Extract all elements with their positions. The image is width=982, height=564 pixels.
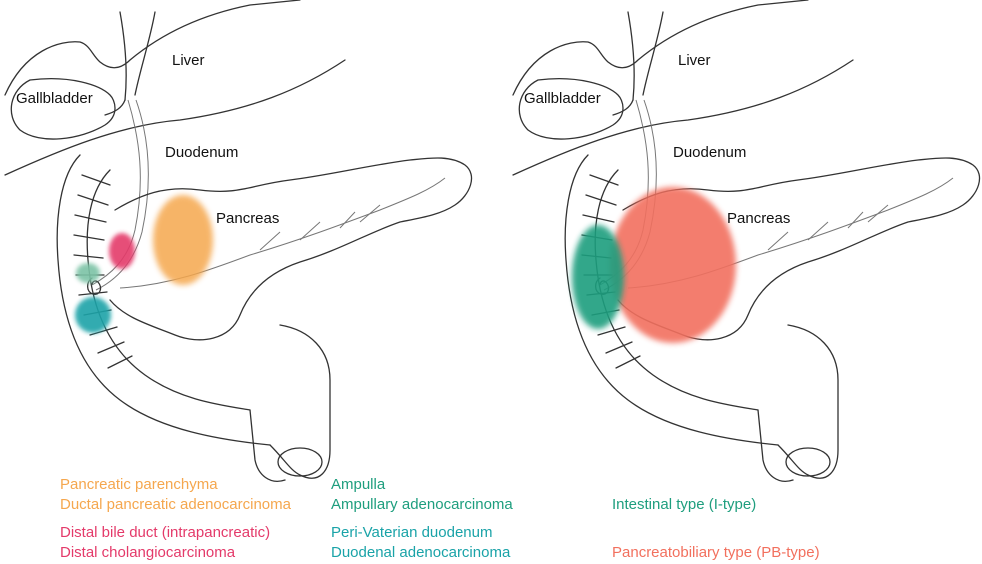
left-panel: Liver Gallbladder Duodenum Pancreas [5,0,472,481]
legend-column-1: Pancreatic parenchyma Ductal pancreatic … [60,475,291,563]
legend-pancreatic-parenchyma: Pancreatic parenchyma [60,475,291,495]
label-gallbladder: Gallbladder [16,90,93,107]
legend-distal-cholangiocarcinoma: Distal cholangiocarcinoma [60,543,291,563]
legend-duodenal-adenocarcinoma: Duodenal adenocarcinoma [331,543,513,563]
pancreatic-parenchyma-region [153,195,213,285]
label-duodenum-right: Duodenum [673,144,746,161]
ampulla-region [76,263,100,283]
label-pancreas: Pancreas [216,210,279,227]
intestinal-type-region [572,225,624,329]
legend-column-2: Ampulla Ampullary adenocarcinoma Peri-Va… [331,475,513,563]
legend-intestinal-type: Intestinal type (I-type) [612,495,820,515]
right-panel: Liver Gallbladder Duodenum Pancreas [513,0,980,481]
peri-vaterian-duodenum-region [75,297,111,333]
label-duodenum: Duodenum [165,144,238,161]
legend-ampulla: Ampulla [331,475,513,495]
legend-pancreatobiliary-type: Pancreatobiliary type (PB-type) [612,543,820,563]
label-gallbladder-right: Gallbladder [524,90,601,107]
legend-ductal-adenocarcinoma: Ductal pancreatic adenocarcinoma [60,495,291,515]
legend-distal-bile-duct: Distal bile duct (intrapancreatic) [60,523,291,543]
label-liver-right: Liver [678,52,711,69]
pancreatobiliary-type-region [610,187,736,343]
label-pancreas-right: Pancreas [727,210,790,227]
left-anatomy-outline [5,0,472,481]
legend-peri-vaterian-duodenum: Peri-Vaterian duodenum [331,523,513,543]
label-liver: Liver [172,52,205,69]
legend-ampullary-adenocarcinoma: Ampullary adenocarcinoma [331,495,513,515]
legend-column-3: Intestinal type (I-type) Pancreatobiliar… [612,495,820,563]
distal-bile-duct-region [109,233,135,269]
